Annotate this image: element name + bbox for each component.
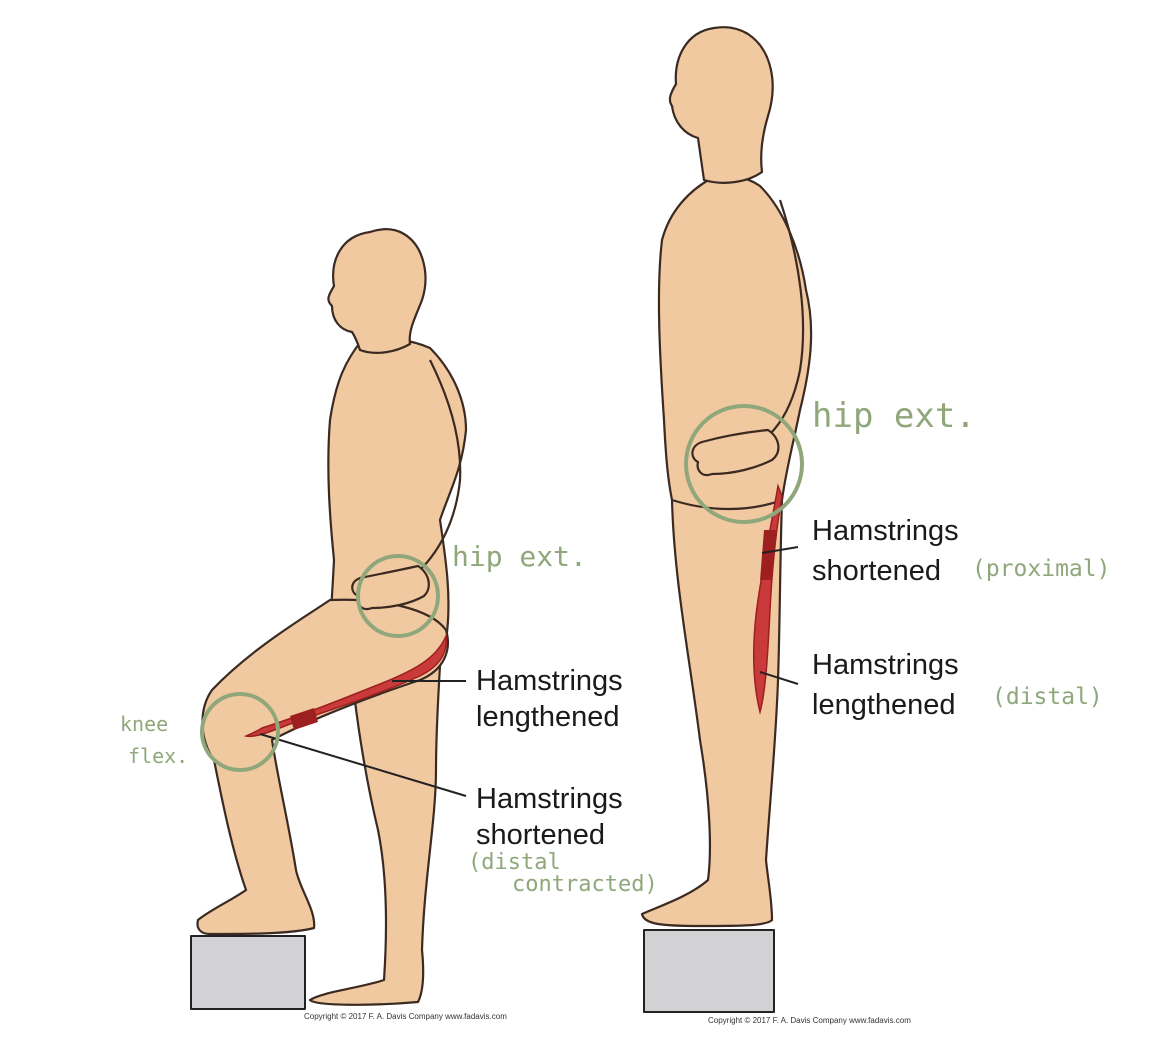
right-hand xyxy=(691,428,780,477)
left-label-lengthened-line2: lengthened xyxy=(476,701,620,733)
right-copyright: Copyright © 2017 F. A. Davis Company www… xyxy=(708,1016,911,1025)
left-note-knee-line1: knee xyxy=(120,712,169,736)
right-arm xyxy=(769,199,805,435)
left-hip-circle xyxy=(356,554,440,638)
left-leader-shortened xyxy=(259,733,467,797)
right-note-hip-ext: hip ext. xyxy=(812,396,976,436)
left-hamstring-distal xyxy=(290,708,318,730)
right-step-box xyxy=(643,929,775,1013)
right-leader-shortened xyxy=(761,546,799,554)
right-hip-circle xyxy=(684,404,804,524)
left-note-hip-ext: hip ext. xyxy=(452,540,587,573)
right-label-lengthened-line2: lengthened xyxy=(812,689,956,721)
right-note-proximal: (proximal) xyxy=(972,556,1111,582)
left-note-distal-line2: contracted) xyxy=(512,872,658,897)
right-label-shortened-line2: shortened xyxy=(812,555,941,587)
left-copyright: Copyright © 2017 F. A. Davis Company www… xyxy=(304,1012,507,1021)
right-note-distal: (distal) xyxy=(992,684,1103,710)
left-label-shortened-line2: shortened xyxy=(476,819,605,851)
left-figure xyxy=(190,228,468,1010)
right-head xyxy=(668,26,774,184)
left-note-knee-line2: flex. xyxy=(128,744,189,768)
right-figure xyxy=(640,26,813,1013)
left-label-shortened-line1: Hamstrings xyxy=(476,783,623,815)
left-step-box xyxy=(190,935,306,1010)
right-label-lengthened-line1: Hamstrings xyxy=(812,649,959,681)
right-label-shortened-line1: Hamstrings xyxy=(812,515,959,547)
left-standing-leg xyxy=(308,628,444,1006)
left-label-lengthened-line1: Hamstrings xyxy=(476,665,623,697)
right-leader-lengthened xyxy=(759,671,799,685)
left-knee-circle xyxy=(200,692,280,772)
left-hamstring-muscle xyxy=(243,633,448,738)
left-note-distal-line1: (distal xyxy=(468,850,561,875)
left-arm xyxy=(419,359,462,571)
right-legs xyxy=(640,498,784,928)
left-head xyxy=(327,228,427,354)
right-hamstring-proximal xyxy=(760,530,776,580)
